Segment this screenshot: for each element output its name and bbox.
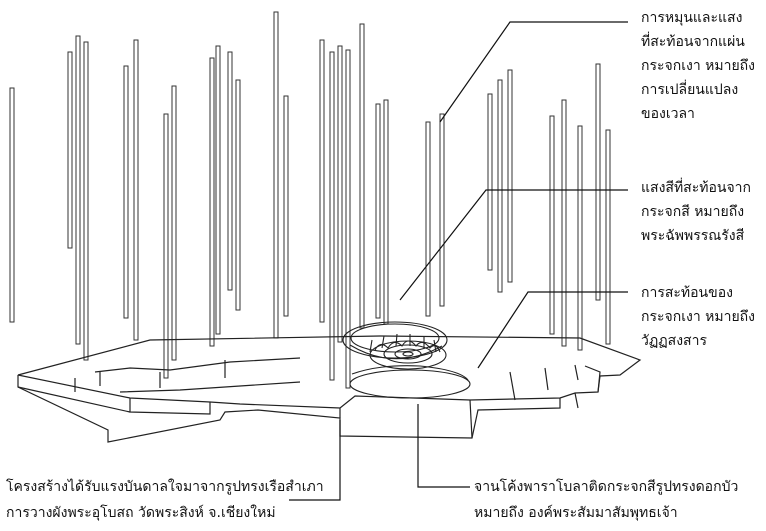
mirror-rod bbox=[227, 51, 233, 291]
callout-line: ที่สะท้อนจากแผ่น bbox=[641, 34, 745, 50]
mirror-rod bbox=[359, 23, 365, 329]
mirror-rod bbox=[209, 57, 215, 347]
mirror-rod bbox=[345, 49, 351, 389]
caption-lotus-dish: จานโค้งพาราโบลาติดกระจกสีรูปทรงดอกบัว หม… bbox=[474, 474, 738, 526]
callout-time-change: การหมุนและแสง ที่สะท้อนจากแผ่น กระจกเงา … bbox=[641, 6, 755, 126]
callout-line: กระจกเงา หมายถึง bbox=[641, 58, 755, 74]
mirror-rod bbox=[273, 11, 279, 339]
mirror-rod bbox=[163, 113, 169, 379]
mirror-rod bbox=[329, 51, 335, 381]
mirror-rod bbox=[123, 65, 129, 319]
callout-line: กระจกเงา หมายถึง bbox=[641, 309, 755, 325]
callout-leader-lines bbox=[289, 21, 628, 501]
mirror-rod bbox=[507, 69, 513, 283]
callout-line: กระจกสี หมายถึง bbox=[641, 204, 745, 220]
callout-line: การหมุนและแสง bbox=[641, 10, 743, 26]
mirror-rod bbox=[75, 35, 81, 345]
mirror-rod bbox=[595, 63, 601, 301]
mirror-rod bbox=[549, 115, 555, 335]
mirror-rod bbox=[235, 79, 241, 311]
caption-structure: โครงสร้างได้รับแรงบันดาลใจมาจากรูปทรงเรื… bbox=[6, 474, 324, 526]
mirror-rod bbox=[383, 99, 389, 325]
mirror-rod bbox=[487, 93, 493, 271]
caption-line: หมายถึง องค์พระสัมมาสัมพุทธเจ้า bbox=[474, 505, 678, 521]
mirror-rod bbox=[337, 45, 343, 343]
mirror-rod bbox=[283, 95, 289, 317]
callout-line: การเปลี่ยนแปลง bbox=[641, 82, 739, 98]
callout-line: วัฏฏสงสาร bbox=[641, 333, 707, 349]
mirror-rod bbox=[215, 45, 221, 335]
callout-mirror-reflection: การสะท้อนของ กระจกเงา หมายถึง วัฏฏสงสาร bbox=[641, 281, 755, 353]
hanging-mirror-rods bbox=[9, 11, 611, 389]
mirror-rod bbox=[83, 41, 89, 361]
mirror-rod bbox=[67, 51, 73, 249]
callout-line: พระฉัพพรรณรังสี bbox=[641, 228, 745, 244]
caption-line: จานโค้งพาราโบลาติดกระจกสีรูปทรงดอกบัว bbox=[474, 479, 739, 495]
mirror-rod bbox=[605, 129, 611, 345]
callout-line: แสงสีที่สะท้อนจาก bbox=[641, 180, 751, 196]
mirror-rod bbox=[425, 121, 431, 317]
boat-platform bbox=[17, 335, 642, 443]
callout-line: การสะท้อนของ bbox=[641, 285, 733, 301]
callout-colored-light: แสงสีที่สะท้อนจาก กระจกสี หมายถึง พระฉัพ… bbox=[641, 176, 751, 248]
callout-line: ของเวลา bbox=[641, 106, 695, 122]
mirror-rod bbox=[319, 39, 325, 323]
lotus-parabolic-dish bbox=[342, 321, 471, 399]
caption-line: การวางผังพระอุโบสถ วัดพระสิงห์ จ.เชียงให… bbox=[6, 505, 276, 521]
mirror-rod bbox=[9, 87, 15, 323]
mirror-rod bbox=[577, 125, 583, 351]
mirror-rod bbox=[439, 113, 445, 307]
caption-line: โครงสร้างได้รับแรงบันดาลใจมาจากรูปทรงเรื… bbox=[6, 479, 324, 495]
mirror-rod bbox=[561, 99, 567, 347]
mirror-rod bbox=[497, 79, 503, 293]
mirror-rod bbox=[171, 85, 177, 361]
mirror-rod bbox=[375, 103, 381, 319]
mirror-rod bbox=[133, 39, 139, 341]
